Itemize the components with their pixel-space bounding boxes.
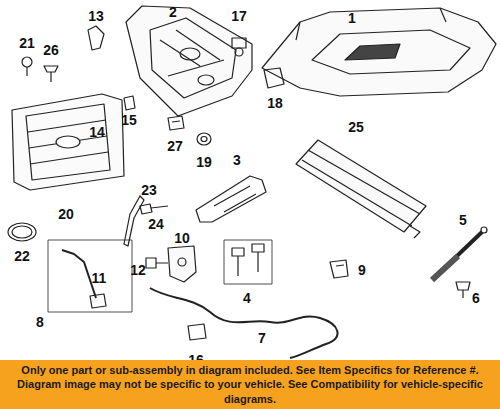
callout-number: 6 — [472, 291, 480, 305]
callout-number: 22 — [14, 249, 30, 263]
callout-number: 1 — [348, 11, 356, 25]
callout-number: 14 — [89, 125, 105, 139]
callout-number: 20 — [58, 207, 74, 221]
callout-number: 2 — [169, 5, 177, 19]
callout-number: 24 — [148, 217, 164, 231]
callout-number: 5 — [459, 213, 467, 227]
callout-number: 17 — [231, 9, 247, 23]
callout-number: 19 — [196, 155, 212, 169]
callout-number: 25 — [348, 120, 364, 134]
notice-band: Only one part or sub-assembly in diagram… — [0, 360, 500, 409]
callout-number: 27 — [167, 139, 183, 153]
callout-number: 4 — [243, 291, 251, 305]
callout-number: 11 — [92, 271, 107, 285]
callout-number: 9 — [358, 263, 366, 277]
callout-number: 26 — [43, 43, 59, 57]
callout-number: 12 — [130, 263, 146, 277]
callout-number: 23 — [141, 183, 157, 197]
notice-text: Only one part or sub-assembly in diagram… — [6, 363, 494, 406]
callout-number: 7 — [258, 331, 266, 345]
callout-number: 8 — [36, 315, 44, 329]
callout-number: 18 — [267, 96, 283, 110]
callout-number: 3 — [233, 153, 241, 167]
callout-number: 13 — [88, 9, 104, 23]
callout-number: 10 — [174, 231, 190, 245]
callout-number: 21 — [19, 36, 35, 50]
callout-number: 15 — [121, 113, 137, 127]
